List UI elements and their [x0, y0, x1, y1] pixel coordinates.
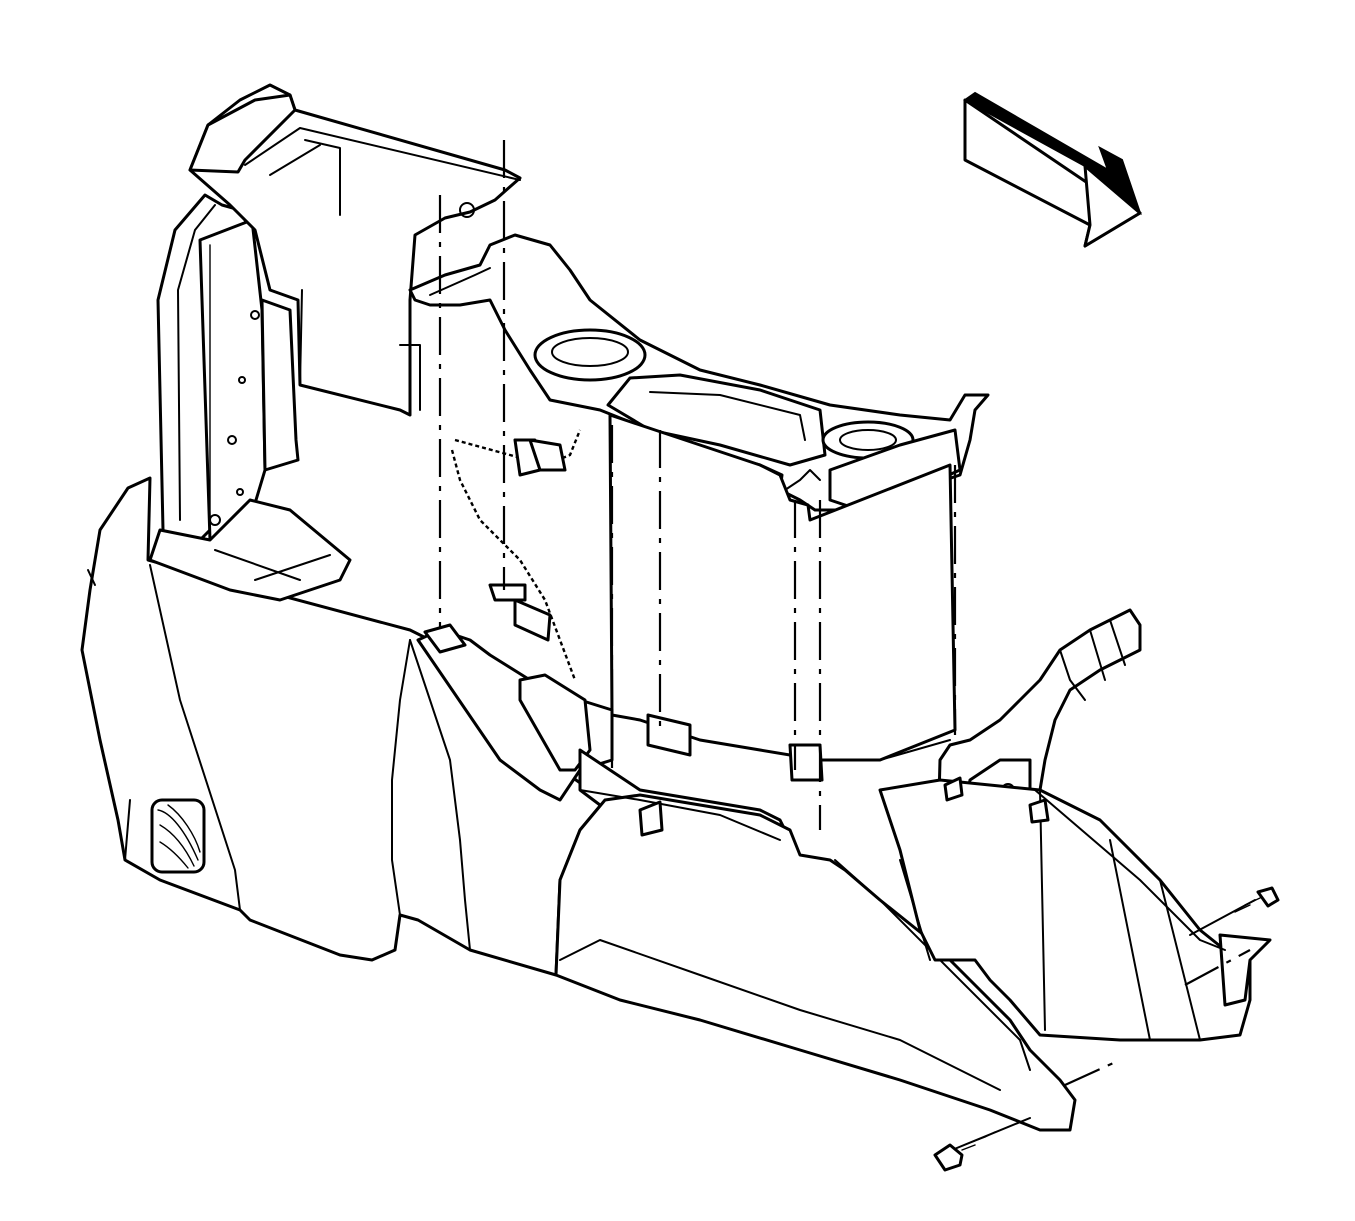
- console-front-trim-panel: [608, 413, 957, 782]
- console-armrest-bin: [188, 83, 522, 417]
- wiring-harness: [450, 429, 582, 681]
- retaining-clips: [423, 623, 1050, 837]
- screw-icon: [933, 1117, 1031, 1172]
- console-front-bracket: [878, 608, 1272, 1042]
- alignment-lines: [438, 140, 1251, 1087]
- console-side-panel-left: [80, 476, 607, 977]
- forward-arrow-icon: [963, 91, 1142, 248]
- console-upper-trim: [408, 233, 990, 512]
- floor-carpet-panel: [416, 628, 1077, 1132]
- screw-icon: [1189, 886, 1280, 936]
